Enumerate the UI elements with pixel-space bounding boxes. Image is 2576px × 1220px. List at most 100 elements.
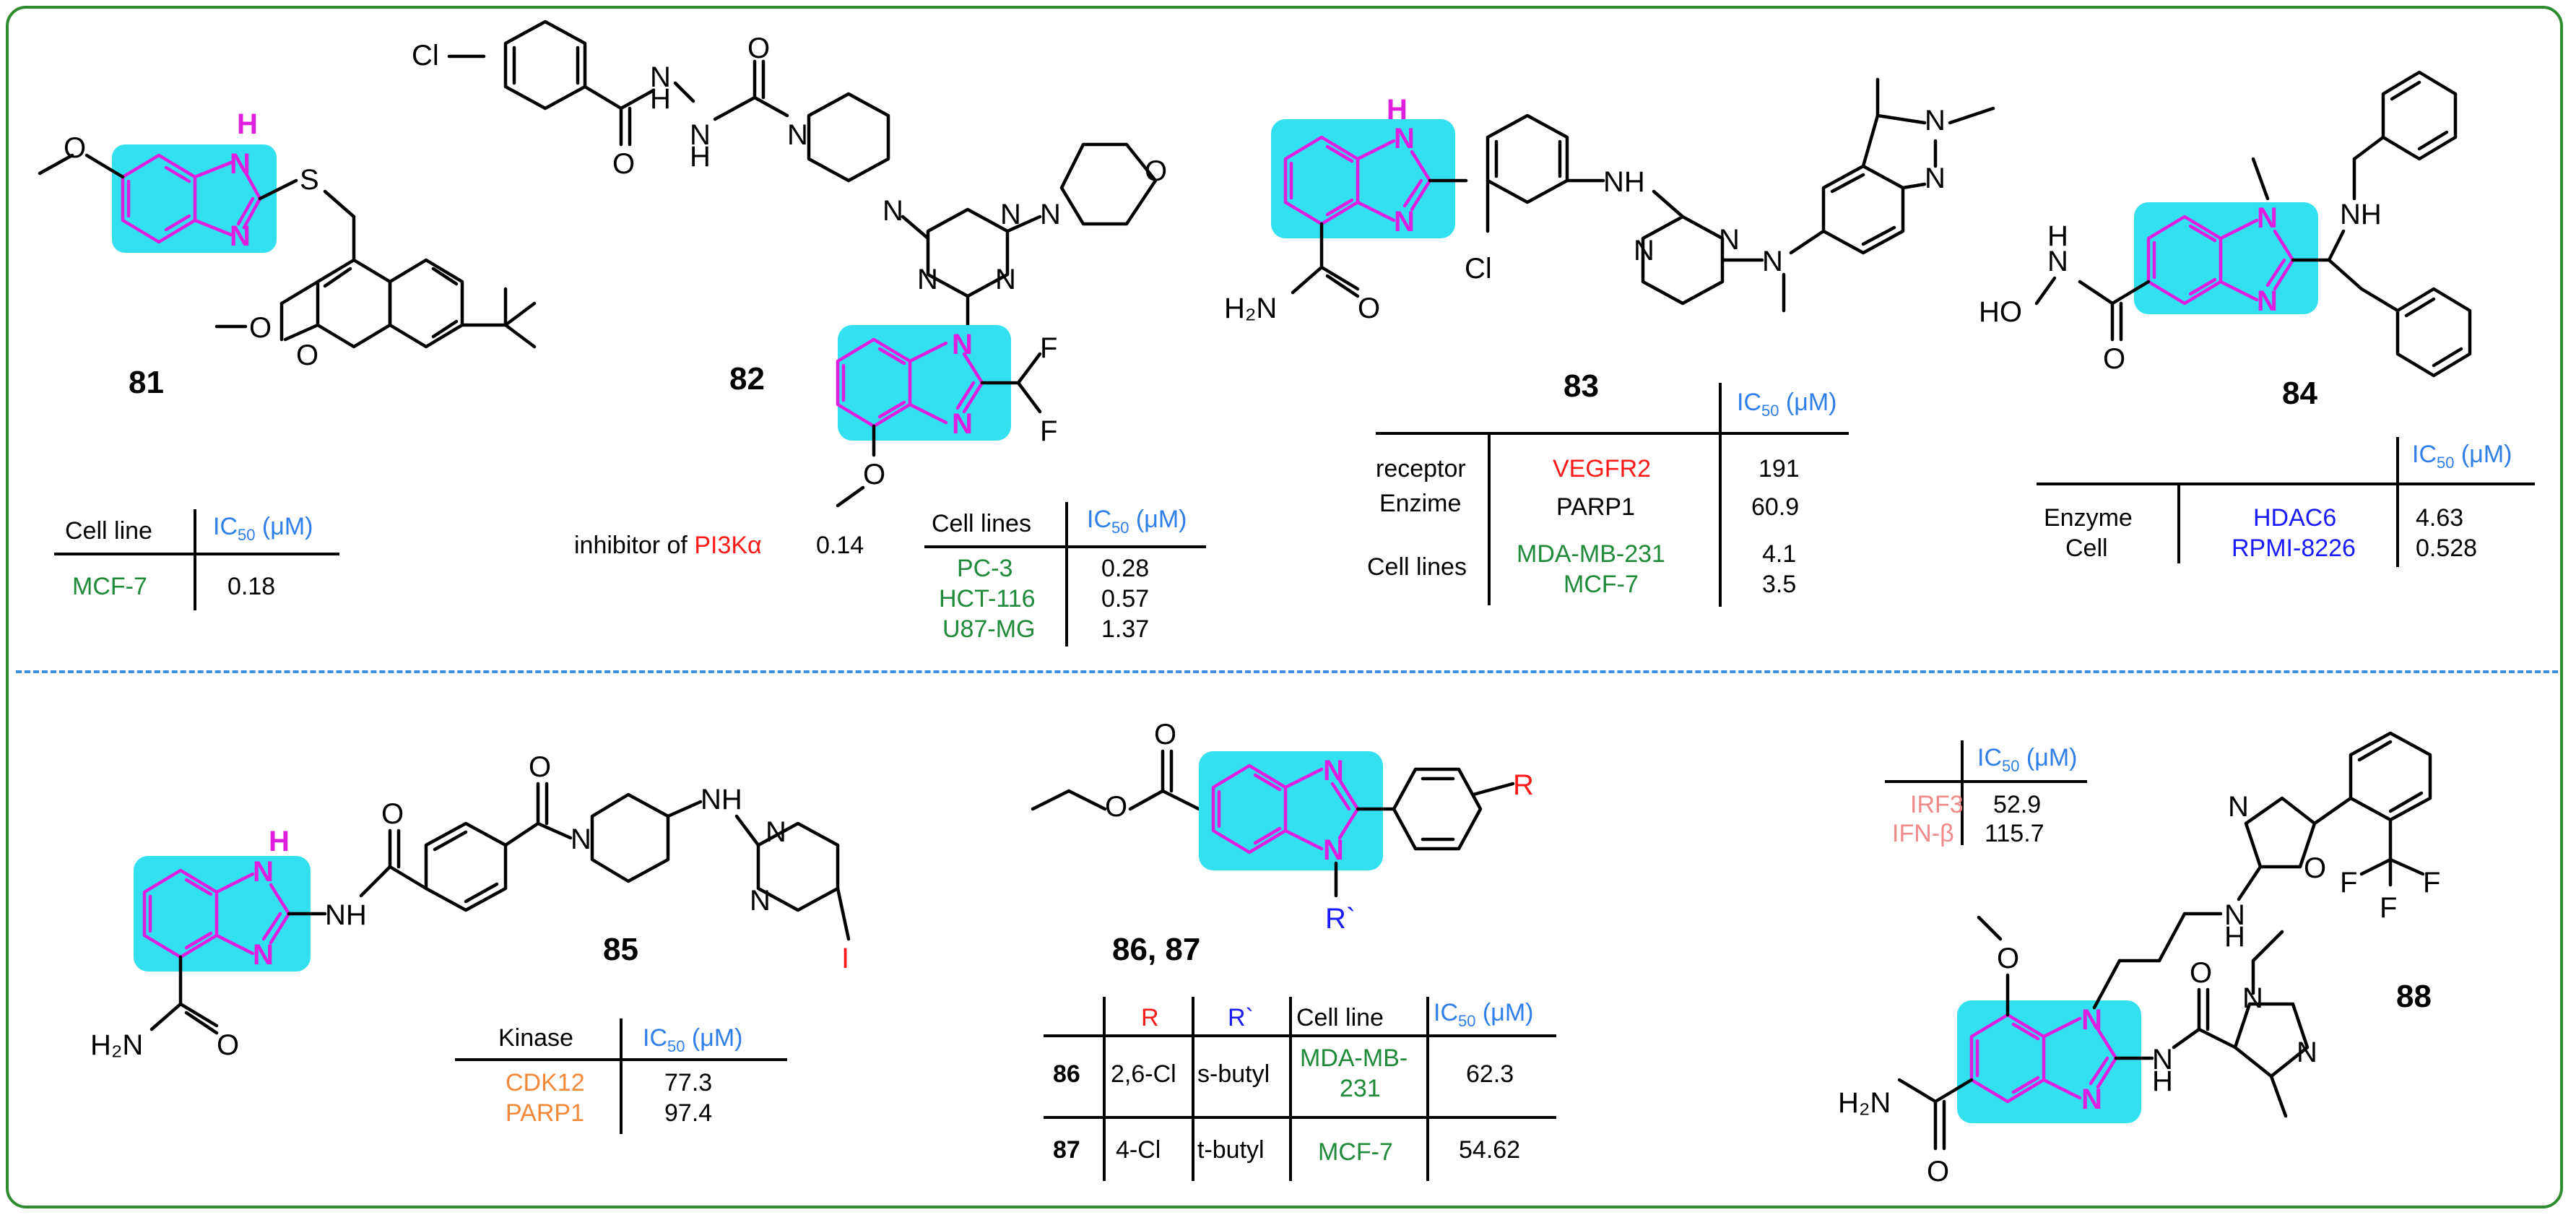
svg-text:H: H — [690, 141, 711, 173]
svg-text:N: N — [253, 856, 274, 888]
table-cell-ic50: 3.5 — [1762, 571, 1797, 598]
table-rule — [1289, 997, 1292, 1181]
table-rule — [2396, 437, 2399, 567]
table-cell-cell-line: 231 — [1340, 1075, 1381, 1102]
svg-text:N: N — [2257, 285, 2278, 317]
table-cell-ic50: 97.4 — [664, 1099, 713, 1127]
svg-text:N: N — [230, 148, 251, 180]
svg-text:N: N — [2257, 202, 2278, 234]
table-header-cell-lines: Cell lines — [932, 510, 1031, 537]
table-cell-ic50: 0.28 — [1101, 555, 1150, 582]
svg-text:N: N — [2152, 1044, 2173, 1076]
structure-81: N H N O S O O — [38, 108, 537, 371]
svg-text:O: O — [249, 312, 272, 344]
svg-text:O: O — [1105, 791, 1127, 823]
table-cell-compound: 86 — [1053, 1060, 1080, 1088]
svg-text:H: H — [269, 826, 290, 857]
svg-text:N: N — [750, 885, 771, 917]
table-cell-cell-line: MDA-MB- — [1300, 1044, 1408, 1072]
svg-text:N: N — [1719, 224, 1740, 256]
svg-text:N: N — [650, 61, 671, 93]
table-cell-target: HDAC6 — [2253, 504, 2337, 532]
svg-text:H₂N: H₂N — [90, 1029, 143, 1061]
table-rule — [1192, 997, 1194, 1181]
compound-label-84: 84 — [2282, 376, 2317, 411]
table-header-ic50: IC50 (μM) — [213, 513, 313, 544]
compound-label-88: 88 — [2396, 979, 2432, 1014]
table-cell-type: Enzime — [1379, 490, 1462, 517]
table-header-ic50: IC50 (μM) — [1087, 506, 1187, 537]
table-cell-target: VEGFR2 — [1553, 455, 1652, 483]
table-rule — [1103, 997, 1106, 1181]
table-cell-target: RPMI-8226 — [2232, 535, 2356, 562]
table-cell-target: IRF3 — [1910, 791, 1964, 818]
table-cell-kinase: CDK12 — [506, 1069, 585, 1096]
table-cell-target: MCF-7 — [1564, 571, 1639, 598]
svg-text:HO: HO — [1979, 296, 2022, 328]
svg-text:R: R — [1513, 769, 1534, 801]
compound-label-85: 85 — [603, 932, 638, 967]
svg-text:N: N — [230, 220, 251, 252]
svg-text:NH: NH — [2340, 199, 2382, 230]
svg-text:H: H — [2152, 1065, 2173, 1097]
inhibitor-value: 0.14 — [816, 532, 864, 559]
svg-text:N: N — [2224, 899, 2245, 931]
svg-text:N: N — [2081, 1004, 2102, 1036]
svg-text:O: O — [2103, 343, 2125, 375]
svg-text:O: O — [612, 148, 635, 180]
svg-text:N: N — [917, 264, 938, 295]
svg-text:N: N — [1634, 235, 1655, 267]
svg-text:H: H — [2224, 921, 2245, 953]
table-cell-type: Cell lines — [1367, 553, 1467, 581]
structure-85: N H N O H₂N NH O O N NH N N I — [90, 751, 851, 1061]
svg-text:O: O — [529, 751, 551, 783]
table-header-ic50: IC50 (μM) — [1977, 744, 2078, 775]
svg-text:O: O — [1154, 719, 1176, 750]
svg-text:N: N — [1323, 755, 1344, 787]
svg-text:N: N — [2297, 1037, 2317, 1068]
table-cell-compound: 87 — [1053, 1136, 1080, 1164]
svg-text:N: N — [2047, 246, 2068, 277]
svg-text:H: H — [650, 83, 671, 115]
figure-frame — [6, 6, 2563, 1208]
table-cell-ic50: 77.3 — [664, 1069, 713, 1096]
svg-text:N: N — [690, 119, 711, 151]
benzimidazole-highlight — [1199, 751, 1383, 870]
table-cell-type: Cell — [2065, 535, 2108, 562]
table-header-ic50: IC50 (μM) — [1737, 389, 1837, 420]
svg-text:F: F — [1040, 332, 1057, 364]
table-cell-r-prime: t-butyl — [1197, 1136, 1265, 1164]
svg-text:F: F — [2423, 867, 2440, 899]
table-rule — [1488, 432, 1491, 605]
table-rule — [194, 509, 196, 610]
table-header-kinase: Kinase — [498, 1024, 573, 1052]
table-header-r-prime: R` — [1228, 1004, 1254, 1031]
svg-text:N: N — [952, 408, 973, 440]
svg-text:S: S — [300, 164, 319, 196]
svg-text:O: O — [217, 1029, 239, 1061]
section-divider — [16, 670, 2558, 673]
table-cell-ic50: 52.9 — [1993, 791, 2042, 818]
compound-label-86-87: 86, 87 — [1112, 932, 1201, 967]
svg-text:F: F — [1040, 415, 1057, 447]
table-rule — [1044, 1116, 1556, 1119]
table-cell-ic50: 62.3 — [1466, 1060, 1514, 1088]
svg-text:F: F — [2340, 867, 2357, 899]
svg-text:H₂N: H₂N — [1838, 1087, 1891, 1119]
table-header-ic50: IC50 (μM) — [2412, 441, 2512, 472]
table-header-cell-line: Cell line — [1296, 1004, 1384, 1031]
svg-text:N: N — [766, 816, 786, 848]
svg-text:H: H — [2047, 220, 2068, 252]
compound-label-81: 81 — [129, 365, 164, 400]
svg-text:N: N — [1925, 105, 1946, 137]
table-cell-kinase: PARP1 — [506, 1099, 584, 1127]
benzimidazole-highlight — [1957, 1000, 2141, 1123]
inhibitor-text: inhibitor of PI3Kα — [574, 532, 762, 559]
table-cell-type: Enzyme — [2044, 504, 2133, 532]
structure-84: N N NH O N H HO — [1979, 70, 2472, 378]
benzimidazole-highlight — [1271, 119, 1455, 238]
table-rule — [1044, 1034, 1556, 1037]
table-rule — [620, 1018, 623, 1134]
svg-text:O: O — [381, 798, 404, 830]
